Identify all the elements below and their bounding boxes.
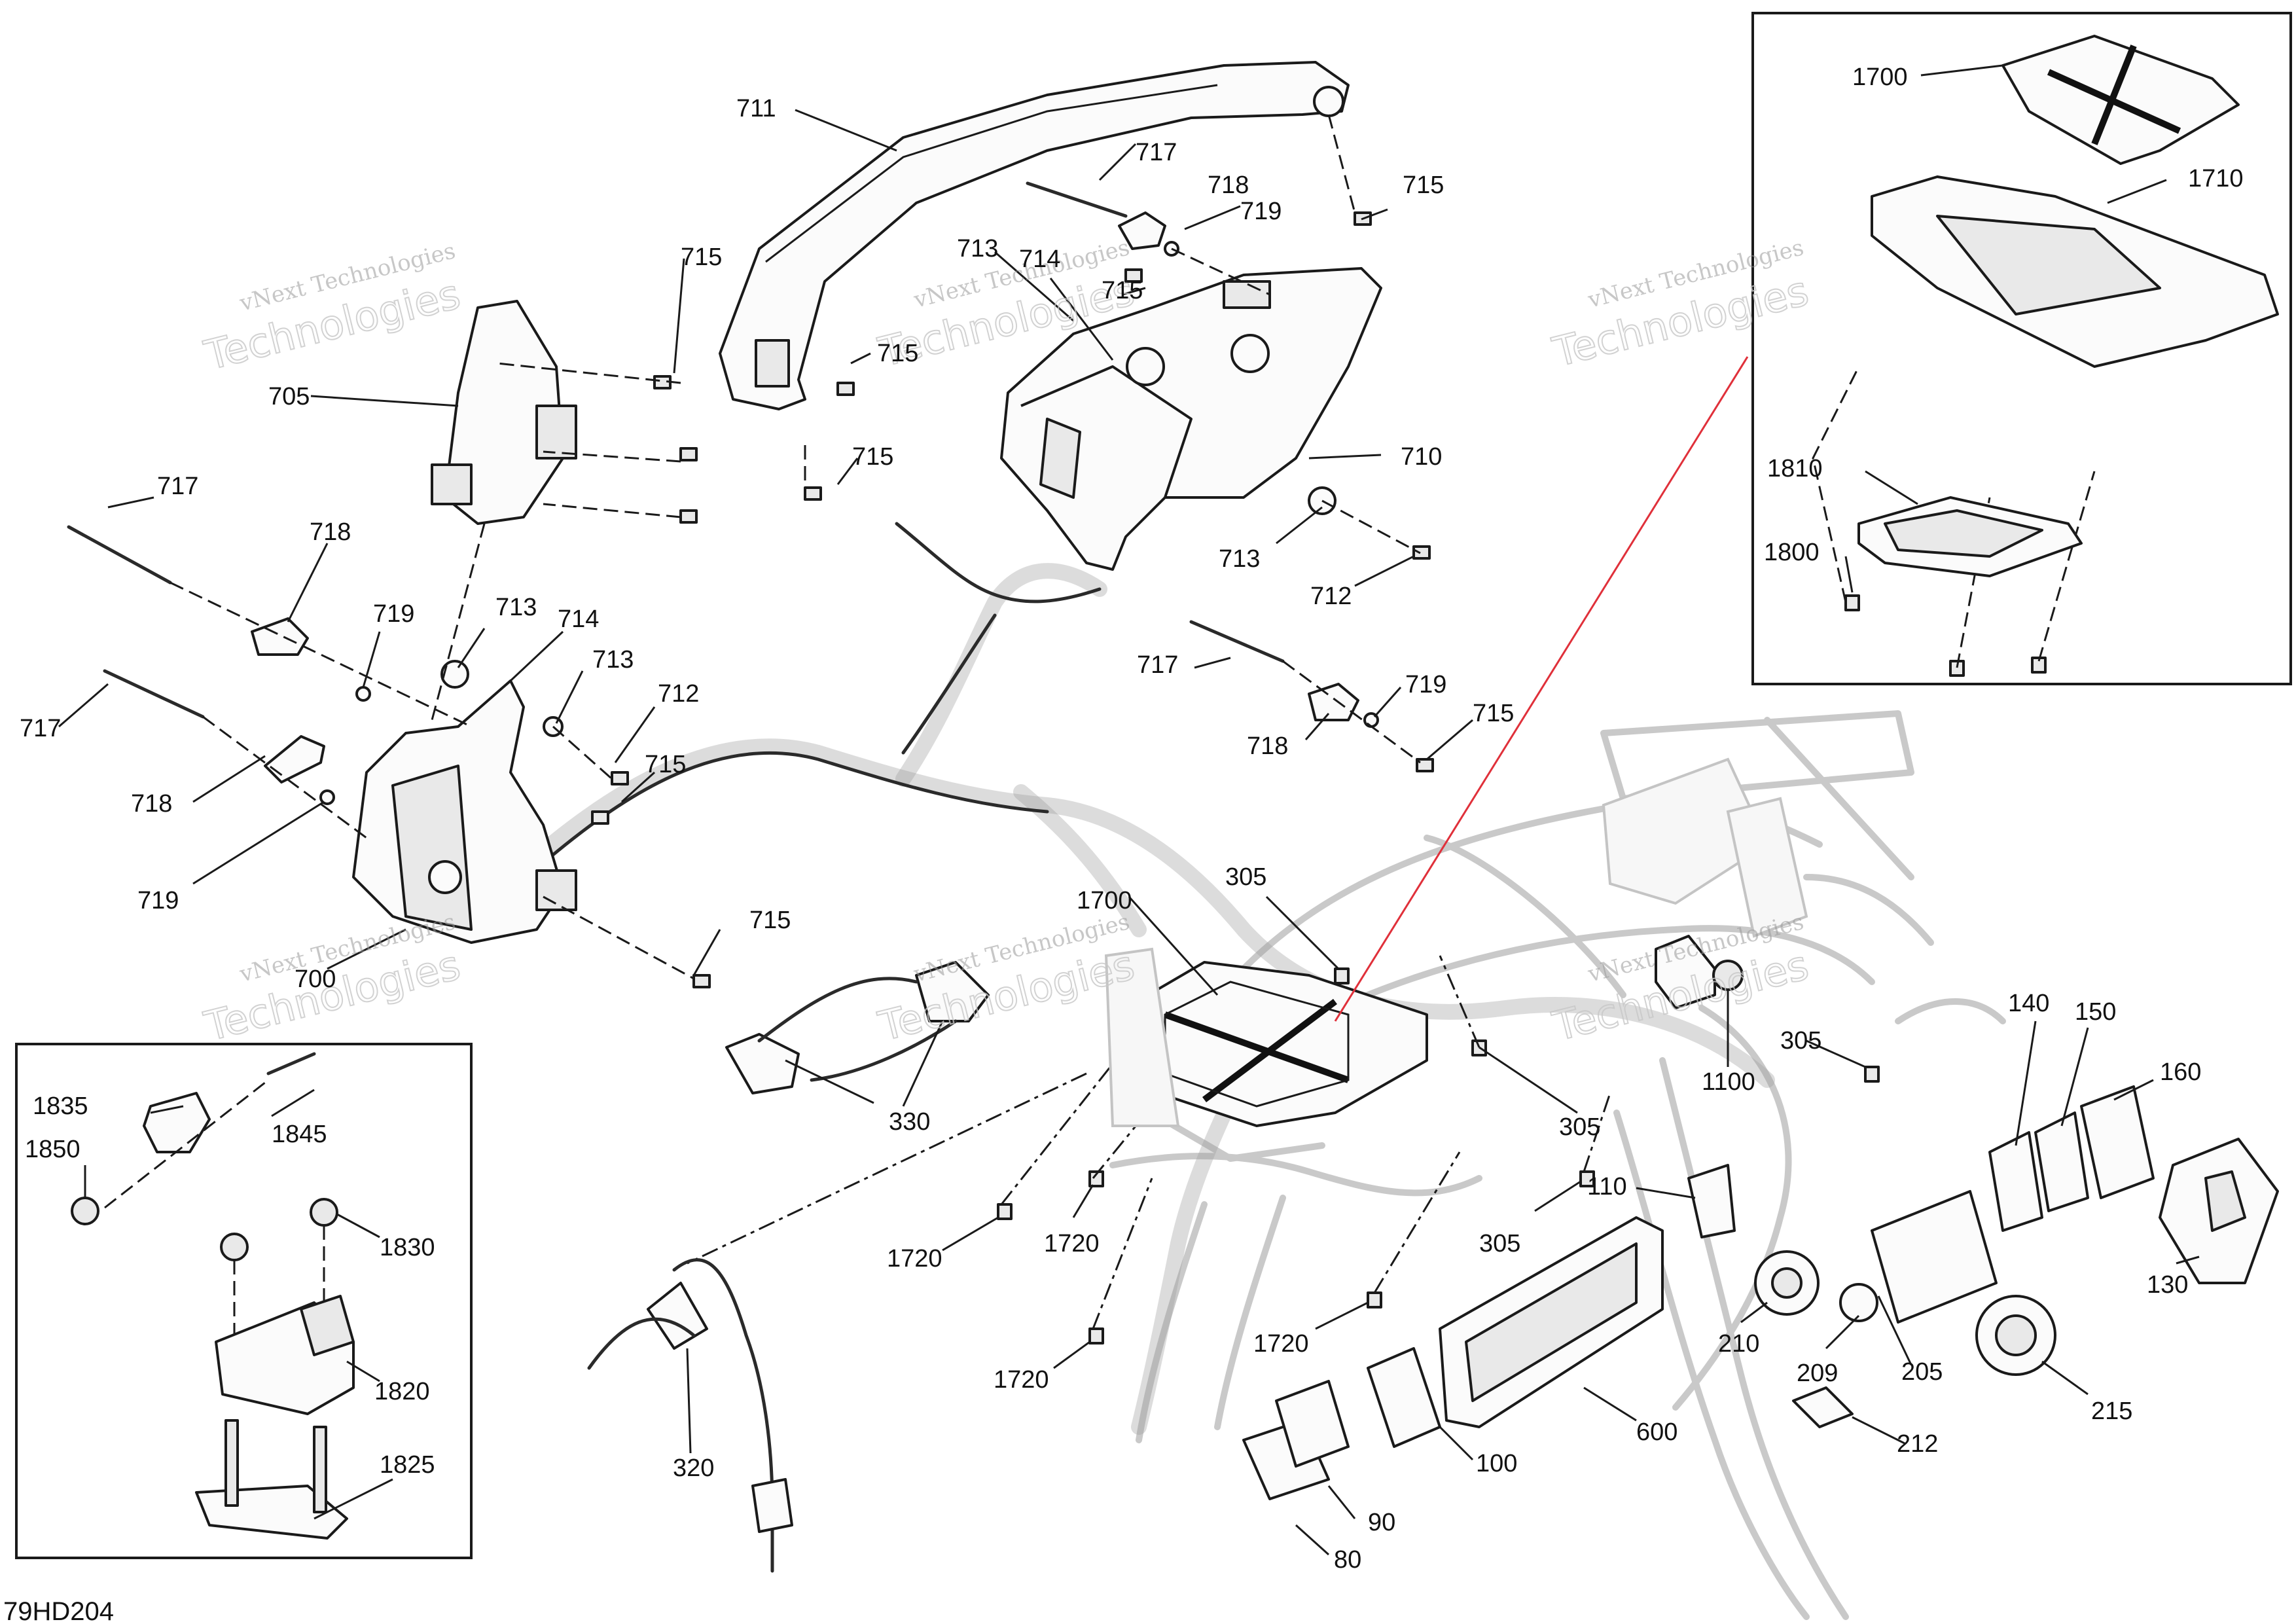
callout-717: 717 xyxy=(157,473,198,500)
ghost-frame xyxy=(1109,710,2006,1620)
callout-1825: 1825 xyxy=(380,1451,435,1479)
callout-305: 305 xyxy=(1479,1230,1520,1257)
callout-715: 715 xyxy=(1102,277,1143,304)
part-705-bracket xyxy=(431,300,577,525)
inset-sensor-parts xyxy=(71,1052,355,1540)
callout-80: 80 xyxy=(1334,1546,1361,1574)
callout-320: 320 xyxy=(673,1454,714,1482)
callout-715: 715 xyxy=(877,340,918,367)
callout-713: 713 xyxy=(1219,545,1260,573)
fasteners xyxy=(67,114,2096,1344)
callout-leaders xyxy=(58,64,2200,1556)
callout-305: 305 xyxy=(1780,1027,1821,1055)
callout-209: 209 xyxy=(1797,1360,1838,1387)
callout-705: 705 xyxy=(268,383,310,410)
callout-712: 712 xyxy=(1310,583,1352,610)
callout-labels: 711 717 718 719 715 713 714 715 715 715 … xyxy=(20,63,2244,1574)
diagram-code: 79HD204 xyxy=(3,1597,114,1624)
callout-719: 719 xyxy=(1240,198,1282,225)
callout-715: 715 xyxy=(852,443,893,471)
callout-160: 160 xyxy=(2160,1058,2201,1086)
callout-line-red xyxy=(1334,356,1749,1022)
dashboard-components xyxy=(587,935,2279,1573)
callout-600: 600 xyxy=(1636,1418,1677,1446)
callout-1850: 1850 xyxy=(25,1136,81,1163)
callout-1710: 1710 xyxy=(2188,165,2244,192)
callout-712: 712 xyxy=(658,680,699,708)
inset-ecu-parts xyxy=(1857,35,2279,577)
part-1700-ecu-bracket xyxy=(1104,947,1428,1127)
callout-1720: 1720 xyxy=(994,1366,1049,1394)
callout-715: 715 xyxy=(1473,700,1514,727)
callout-305: 305 xyxy=(1225,863,1266,891)
callout-715: 715 xyxy=(681,244,722,271)
callout-210: 210 xyxy=(1718,1330,1759,1358)
callout-1700: 1700 xyxy=(1852,63,1908,91)
callout-713: 713 xyxy=(495,594,537,621)
callout-1810: 1810 xyxy=(1767,455,1823,482)
callout-1845: 1845 xyxy=(272,1121,327,1148)
callout-305: 305 xyxy=(1559,1113,1600,1141)
callout-1830: 1830 xyxy=(380,1234,435,1261)
callout-710: 710 xyxy=(1401,443,1442,471)
part-711-bracket xyxy=(719,61,1350,410)
inset-box-sensor xyxy=(15,1043,473,1559)
callout-110: 110 xyxy=(1587,1173,1627,1200)
callout-719: 719 xyxy=(137,887,179,914)
callout-1100: 1100 xyxy=(1702,1068,1755,1096)
callout-719: 719 xyxy=(373,600,414,628)
callout-1720: 1720 xyxy=(887,1245,942,1272)
callout-714: 714 xyxy=(1019,245,1060,273)
callout-1720: 1720 xyxy=(1253,1330,1309,1358)
callout-205: 205 xyxy=(1901,1358,1943,1386)
callout-718: 718 xyxy=(131,790,172,818)
callout-150: 150 xyxy=(2075,998,2116,1026)
callout-1720: 1720 xyxy=(1044,1230,1100,1257)
callout-717: 717 xyxy=(1137,651,1178,679)
callout-212: 212 xyxy=(1897,1430,1938,1458)
callout-714: 714 xyxy=(558,605,599,633)
callout-717: 717 xyxy=(1136,139,1177,166)
callout-718: 718 xyxy=(1208,171,1249,199)
callout-715: 715 xyxy=(1403,171,1444,199)
callout-1800: 1800 xyxy=(1764,539,1820,566)
callout-715: 715 xyxy=(645,751,686,778)
part-700-housing xyxy=(352,679,577,944)
callout-130: 130 xyxy=(2147,1271,2188,1299)
callout-1700: 1700 xyxy=(1077,887,1132,914)
callout-1835: 1835 xyxy=(33,1092,88,1120)
callout-713: 713 xyxy=(592,646,634,674)
callout-711: 711 xyxy=(736,95,776,122)
inset-box-ecu xyxy=(1751,12,2292,685)
callout-713: 713 xyxy=(957,235,998,262)
callout-330: 330 xyxy=(889,1108,930,1136)
callout-1820: 1820 xyxy=(374,1378,430,1405)
callout-215: 215 xyxy=(2091,1398,2132,1425)
part-710-housing xyxy=(1000,267,1382,571)
callout-715: 715 xyxy=(749,907,791,934)
callout-140: 140 xyxy=(2008,990,2049,1017)
callout-717: 717 xyxy=(20,715,61,742)
main-wiring-harness xyxy=(535,522,1775,1435)
callout-700: 700 xyxy=(295,965,336,993)
callout-719: 719 xyxy=(1405,671,1446,698)
callout-100: 100 xyxy=(1476,1450,1517,1477)
callout-718: 718 xyxy=(1247,732,1288,760)
callout-718: 718 xyxy=(310,518,351,546)
callout-90: 90 xyxy=(1368,1509,1395,1536)
